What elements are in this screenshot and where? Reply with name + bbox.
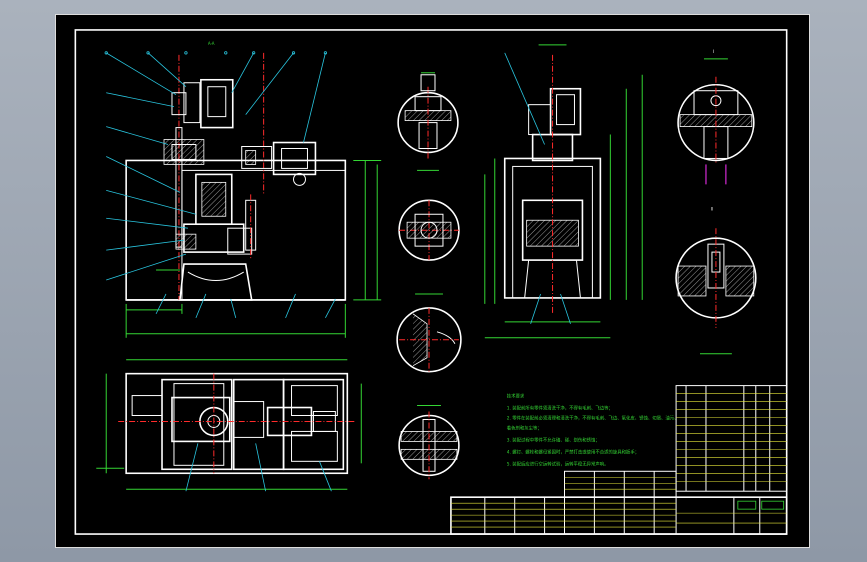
- inner-frame: [74, 29, 788, 535]
- detail-e: I: [677, 49, 755, 185]
- detail-c: [396, 293, 462, 373]
- side-view: [484, 44, 643, 339]
- detail-b: [398, 199, 460, 261]
- note-line: 4. 螺钉、螺栓和螺母紧固时，严禁打击或使用不合适的旋具和扳手；: [507, 448, 639, 455]
- cad-drawing: A-A: [74, 29, 788, 535]
- svg-text:II: II: [711, 206, 713, 211]
- front-view: A-A: [104, 41, 382, 338]
- note-line: 1. 装配前所有零件须清洗干净，不得有毛刺、飞边等；: [507, 405, 613, 412]
- notes-title: 技术要求: [507, 393, 525, 400]
- note-line: 3. 装配过程中零件不允许磕、碰、划伤和锈蚀；: [507, 436, 600, 443]
- note-line: 2. 零件在装配前必须清理和清洗干净，不得有毛刺、飞边、氧化皮、锈蚀、切屑、油污…: [507, 414, 679, 421]
- svg-text:I: I: [713, 49, 714, 54]
- note-line: 着色剂和灰尘等；: [507, 424, 542, 431]
- note-line: 5. 装配后应进行空运转试验，运转平稳无异常声响。: [507, 460, 609, 467]
- detail-i: [397, 72, 459, 171]
- detail-ii: II: [675, 206, 757, 355]
- plan-view: [96, 359, 362, 492]
- drawing-sheet: A-A: [55, 14, 810, 548]
- technical-notes: 技术要求 1. 装配前所有零件须清洗干净，不得有毛刺、飞边等； 2. 零件在装配…: [507, 393, 679, 468]
- detail-d: [398, 405, 460, 480]
- title-block: [450, 470, 788, 535]
- front-view-label: A-A: [208, 41, 215, 46]
- parts-list: [675, 385, 788, 492]
